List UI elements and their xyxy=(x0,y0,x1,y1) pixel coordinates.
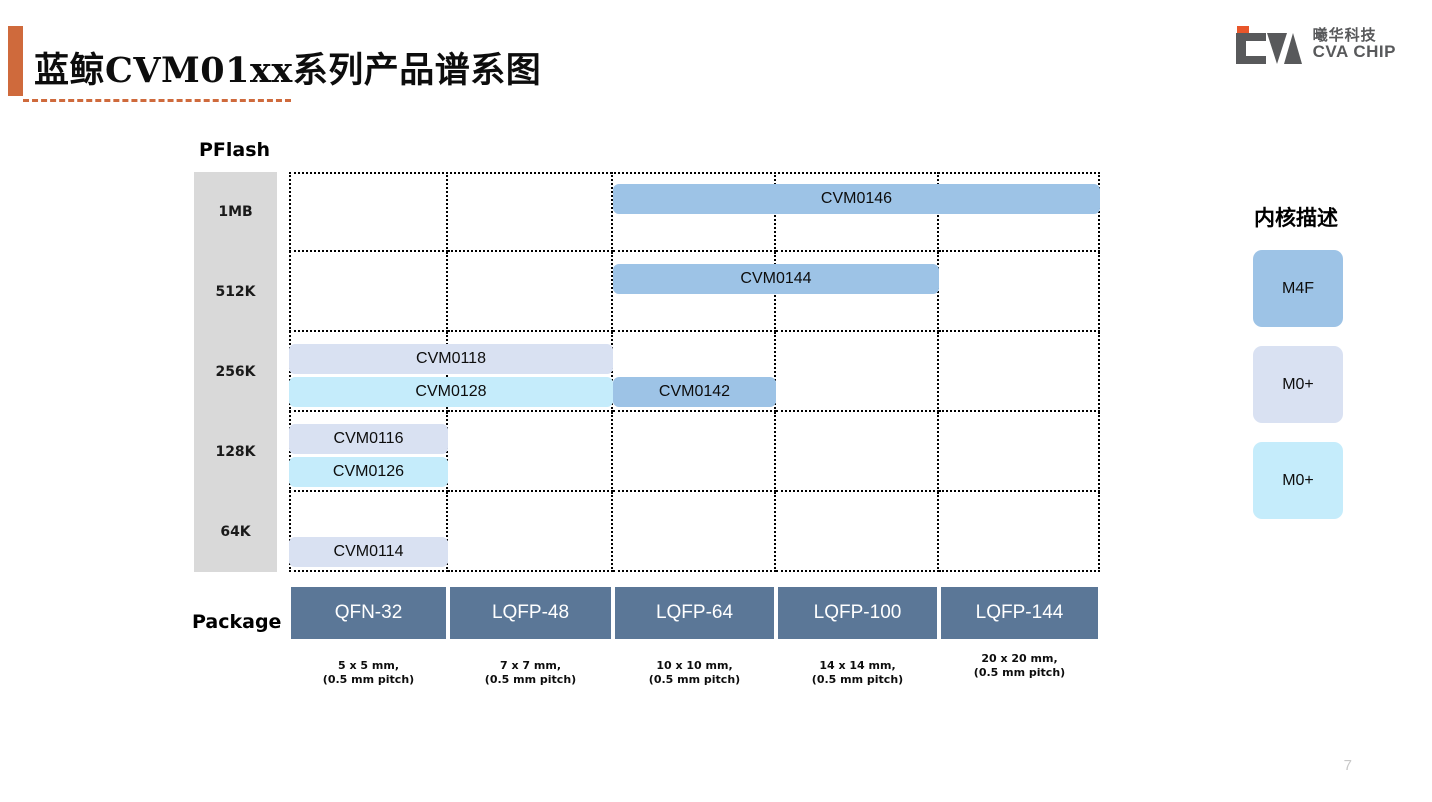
grid-cell xyxy=(613,492,776,572)
page-number: 7 xyxy=(1343,757,1352,774)
grid-cell xyxy=(776,332,939,412)
legend-chip-2[interactable]: M0+ xyxy=(1253,442,1343,519)
grid-cell xyxy=(776,492,939,572)
pflash-tick-512k: 512K xyxy=(215,284,256,300)
cva-logo-icon xyxy=(1229,24,1303,64)
product-bar-label: CVM0126 xyxy=(332,463,405,480)
title-accent-bar xyxy=(8,26,23,96)
product-bar-label: CVM0146 xyxy=(820,190,893,207)
pflash-tick-64k: 64K xyxy=(220,524,251,540)
product-bar-cvm0118[interactable]: CVM0118 xyxy=(289,344,613,374)
brand-logo: 曦华科技 CVA CHIP xyxy=(1229,20,1396,68)
brand-name-en: CVA CHIP xyxy=(1312,41,1396,61)
legend-chip-0[interactable]: M4F xyxy=(1253,250,1343,327)
product-bar-cvm0144[interactable]: CVM0144 xyxy=(613,264,939,294)
grid-cell xyxy=(939,492,1100,572)
pflash-tick-128k: 128K xyxy=(215,444,256,460)
grid-cell xyxy=(448,332,613,412)
legend-chip-label: M4F xyxy=(1282,279,1314,297)
package-header-lqfp-144[interactable]: LQFP-144 xyxy=(941,587,1098,639)
product-bar-cvm0126[interactable]: CVM0126 xyxy=(289,457,448,487)
product-bar-label: CVM0144 xyxy=(740,270,812,287)
pflash-tick-1mb: 1MB xyxy=(218,204,253,220)
legend-chip-1[interactable]: M0+ xyxy=(1253,346,1343,423)
package-note-qfn-32: 5 x 5 mm,(0.5 mm pitch) xyxy=(322,659,415,686)
product-matrix-grid xyxy=(289,172,1100,572)
package-header-lqfp-64[interactable]: LQFP-64 xyxy=(615,587,774,639)
product-bar-label: CVM0142 xyxy=(658,383,731,400)
grid-cell xyxy=(776,252,939,332)
grid-cell xyxy=(289,412,448,492)
pflash-axis-caption: PFlash xyxy=(199,139,271,161)
pflash-axis: 1MB 512K 256K 128K 64K xyxy=(194,172,277,572)
legend-title: 内核描述 xyxy=(1254,206,1338,230)
product-bar-label: CVM0116 xyxy=(333,430,404,447)
page-title: 蓝鲸CVM01xx系列产品谱系图 xyxy=(34,50,542,91)
grid-cell xyxy=(448,412,613,492)
grid-top-border xyxy=(289,172,1100,174)
grid-cell xyxy=(939,172,1100,252)
package-header-lqfp-100[interactable]: LQFP-100 xyxy=(778,587,937,639)
product-bar-cvm0116[interactable]: CVM0116 xyxy=(289,424,448,454)
product-bar-label: CVM0118 xyxy=(416,350,486,367)
grid-cell xyxy=(939,412,1100,492)
package-header-qfn-32[interactable]: QFN-32 xyxy=(291,587,446,639)
package-axis-caption: Package xyxy=(192,611,282,633)
grid-cell xyxy=(289,172,448,252)
grid-cell xyxy=(613,332,776,412)
brand-logo-text: 曦华科技 CVA CHIP xyxy=(1313,27,1396,62)
grid-cell xyxy=(939,332,1100,412)
title-underline xyxy=(23,99,291,102)
package-header-lqfp-48[interactable]: LQFP-48 xyxy=(450,587,611,639)
product-bar-cvm0128[interactable]: CVM0128 xyxy=(289,377,613,407)
grid-cell xyxy=(289,492,448,572)
grid-cell xyxy=(448,492,613,572)
product-bar-cvm0114[interactable]: CVM0114 xyxy=(289,537,448,567)
grid-cell xyxy=(613,412,776,492)
package-note-lqfp-144: 20 x 20 mm,(0.5 mm pitch) xyxy=(973,652,1066,679)
pflash-tick-256k: 256K xyxy=(215,364,256,380)
product-bar-label: CVM0114 xyxy=(333,543,404,560)
legend-chip-label: M0+ xyxy=(1282,375,1314,393)
product-bar-label: CVM0128 xyxy=(415,383,487,400)
grid-cell xyxy=(776,412,939,492)
grid-cell xyxy=(939,252,1100,332)
package-note-lqfp-100: 14 x 14 mm,(0.5 mm pitch) xyxy=(811,659,904,686)
package-note-lqfp-48: 7 x 7 mm,(0.5 mm pitch) xyxy=(484,659,577,686)
grid-cell xyxy=(448,172,613,252)
product-bar-cvm0146[interactable]: CVM0146 xyxy=(613,184,1100,214)
package-note-lqfp-64: 10 x 10 mm,(0.5 mm pitch) xyxy=(648,659,741,686)
grid-cell xyxy=(448,252,613,332)
brand-name-cn: 曦华科技 xyxy=(1312,25,1377,44)
product-bar-cvm0142[interactable]: CVM0142 xyxy=(613,377,776,407)
legend-chip-label: M0+ xyxy=(1282,471,1314,489)
grid-cell xyxy=(289,252,448,332)
